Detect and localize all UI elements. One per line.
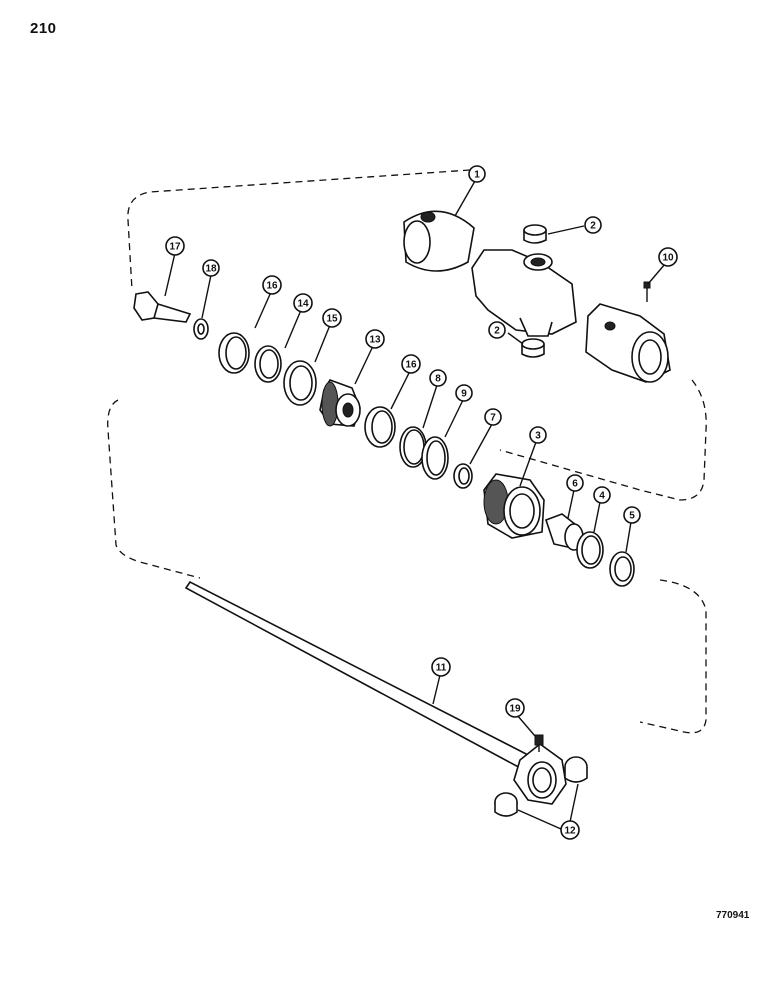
cylinder-head-end [585,303,671,383]
callout-5: 5 [623,506,641,524]
callout-18: 18 [202,259,220,277]
svg-text:16: 16 [405,360,417,371]
grease-fitting [534,734,544,752]
svg-text:19: 19 [509,704,521,715]
wiper-seal [609,551,635,587]
set-screw [643,281,651,302]
svg-text:1: 1 [474,170,480,181]
callout-3: 3 [529,426,547,444]
svg-text:4: 4 [599,491,605,502]
svg-text:3: 3 [535,431,541,442]
callout-6: 6 [566,474,584,492]
svg-text:2: 2 [590,221,596,232]
svg-text:8: 8 [435,374,441,385]
eye-bushing-left [494,792,518,817]
svg-text:13: 13 [369,335,381,346]
piston-seal [283,360,317,406]
upper-assembly-dashed-outline [127,169,707,501]
piston [319,379,361,427]
svg-text:12: 12 [564,826,576,837]
lower-assembly-dashed-outline [107,399,707,734]
callout-11: 11 [431,657,451,677]
barrel-bushing-upper [523,224,547,244]
callout-7: 7 [484,408,502,426]
barrel-bushing-lower [521,338,545,358]
svg-text:14: 14 [297,299,309,310]
svg-text:5: 5 [629,511,635,522]
bolt [133,291,192,323]
svg-text:2: 2 [494,326,500,337]
svg-text:18: 18 [205,264,217,275]
callout-8: 8 [429,369,447,387]
callout-12: 12 [560,820,580,840]
svg-text:15: 15 [326,314,338,325]
seal-ring [453,463,473,489]
o-ring [399,426,427,468]
cylinder-barrel-body [471,249,577,337]
callout-19: 19 [505,698,525,718]
eye-bushing-right [564,756,588,783]
gland [483,473,545,539]
callout-16-lower: 16 [401,354,421,374]
piston-rod [184,580,567,805]
washer [193,318,209,340]
svg-text:9: 9 [461,389,467,400]
svg-text:7: 7 [490,413,496,424]
callout-14: 14 [293,293,313,313]
svg-text:11: 11 [436,663,447,674]
callout-10: 10 [658,247,678,267]
callout-2-upper: 2 [584,216,602,234]
callout-9: 9 [455,384,473,402]
figure-number: 770941 [716,910,750,921]
callout-16-upper: 16 [262,275,282,295]
rod-bushing [544,513,584,551]
back-up-ring-2 [421,436,449,480]
callout-4: 4 [593,486,611,504]
callout-1: 1 [468,165,486,183]
callout-13: 13 [365,329,385,349]
callout-2-lower: 2 [488,321,506,339]
callout-15: 15 [322,308,342,328]
svg-text:10: 10 [662,253,674,264]
wear-ring-2 [364,406,396,448]
svg-text:6: 6 [572,479,578,490]
wear-ring-1 [218,332,250,374]
cylinder-tube [403,210,475,272]
rod-seal [576,531,604,569]
callout-17: 17 [165,236,185,256]
back-up-ring [254,345,282,383]
svg-text:17: 17 [169,242,181,253]
svg-text:16: 16 [266,281,278,292]
leader-lines [164,180,666,830]
page-number: 210 [30,20,57,37]
